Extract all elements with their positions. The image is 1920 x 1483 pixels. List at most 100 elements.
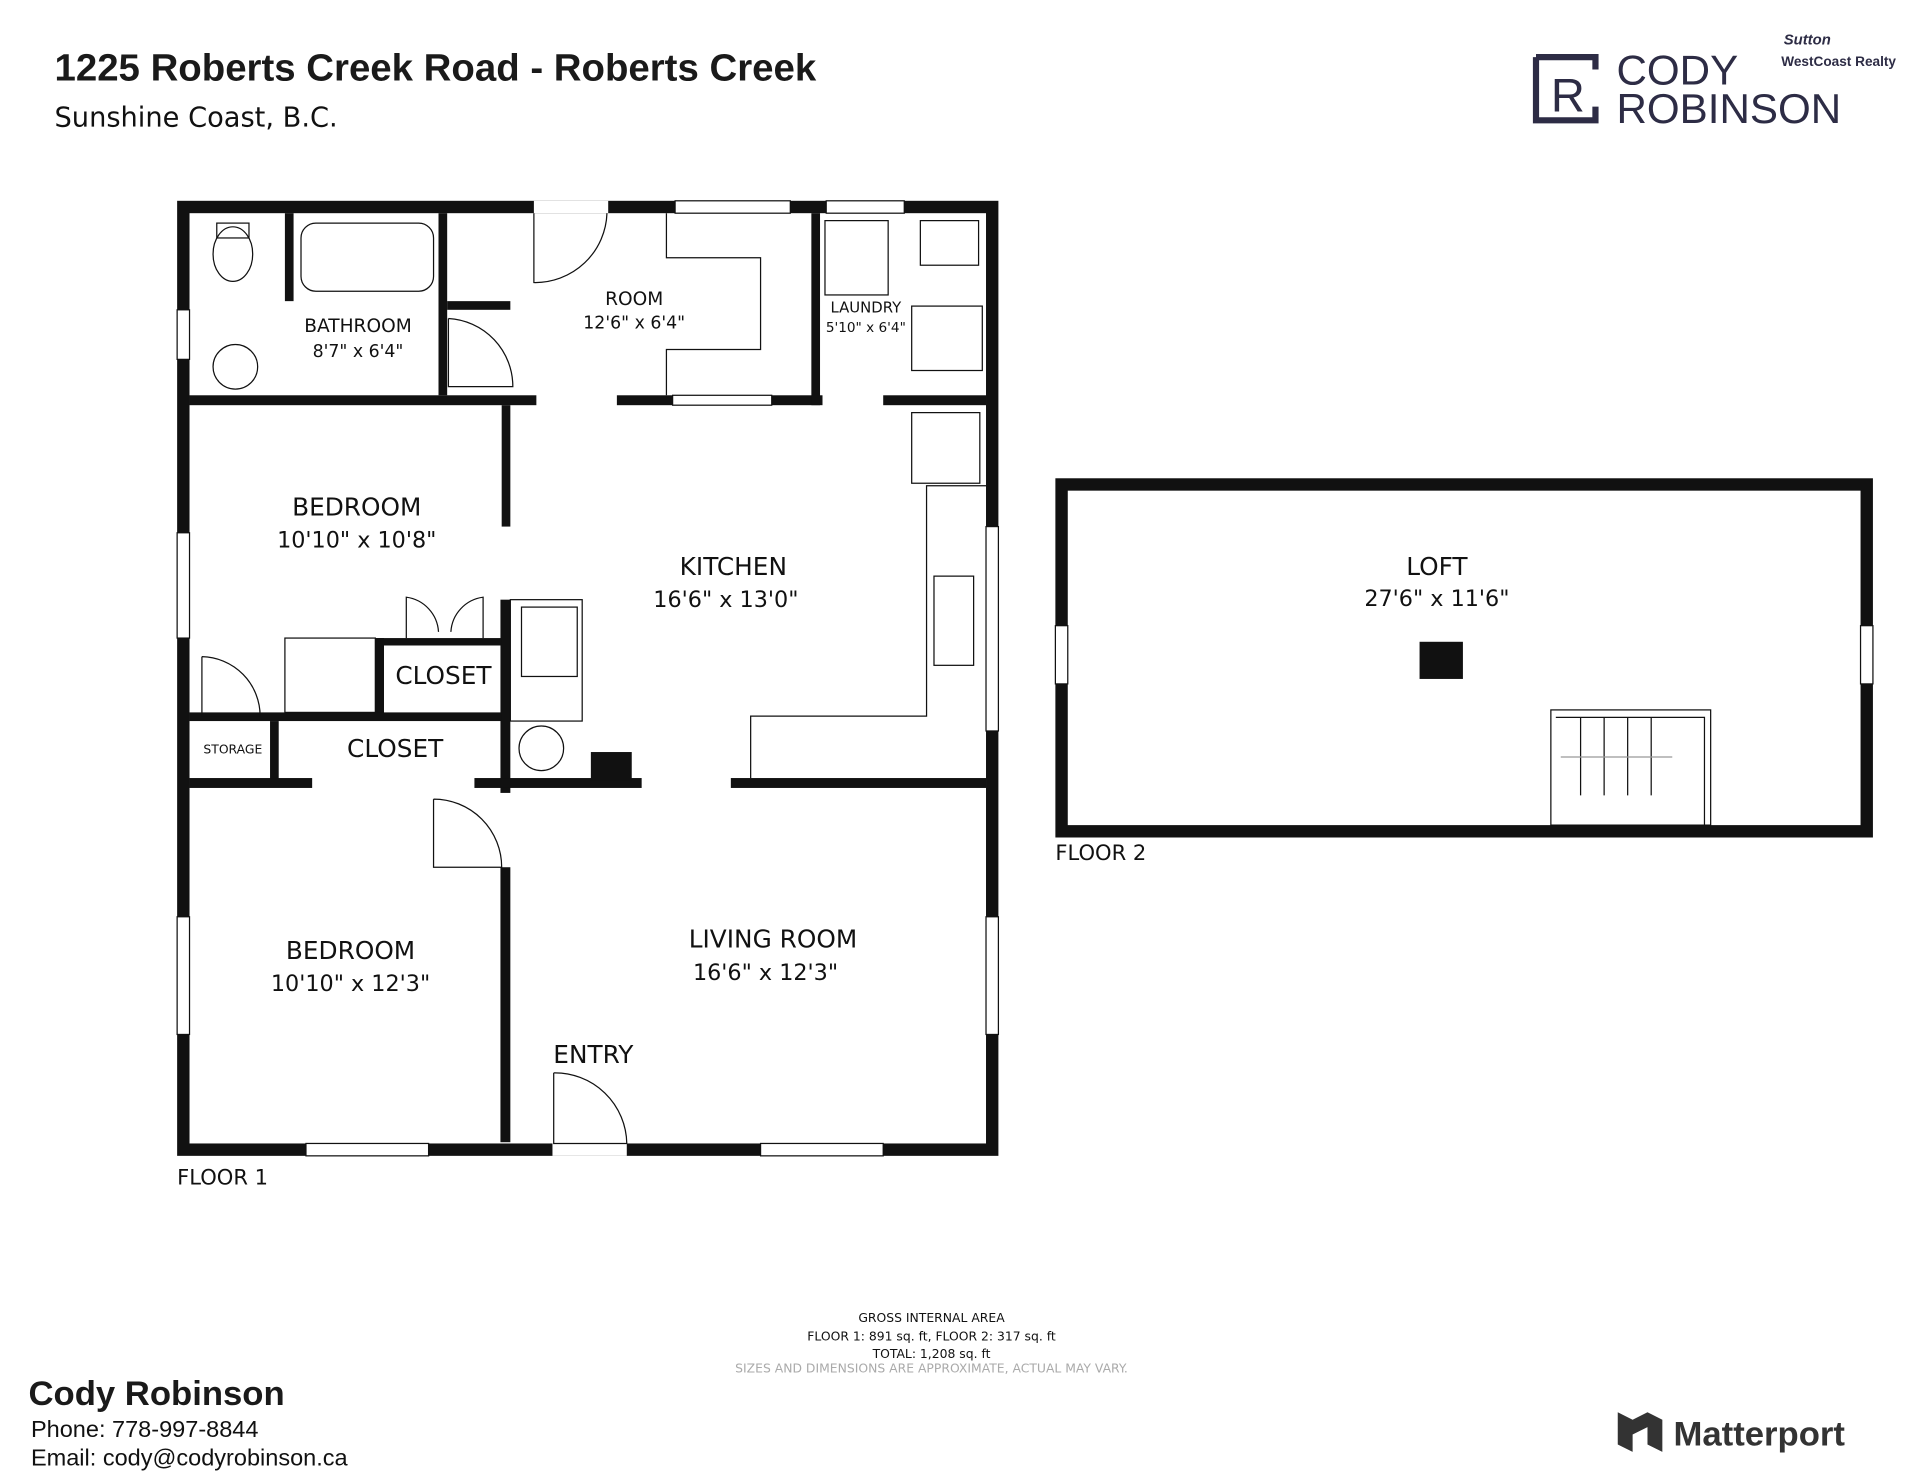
wall — [438, 213, 448, 396]
matterport-icon — [1617, 1412, 1663, 1452]
window — [1859, 625, 1874, 685]
property-title: 1225 Roberts Creek Road - Roberts Creek — [55, 47, 817, 90]
door-opening — [533, 200, 609, 214]
wall — [811, 213, 821, 406]
window — [176, 916, 191, 1036]
room-name: BEDROOM — [292, 492, 421, 521]
logo-line1: CODY — [1617, 46, 1739, 93]
room-dims: 10'10" x 12'3" — [271, 971, 430, 997]
bathtub — [300, 222, 435, 292]
window — [985, 916, 1000, 1036]
wall — [375, 638, 502, 646]
room-dims: 16'6" x 13'0" — [653, 587, 798, 613]
agent-name: Cody Robinson — [28, 1375, 284, 1413]
area-heading: GROSS INTERNAL AREA — [858, 1311, 1005, 1325]
water-heater — [518, 725, 565, 772]
wall — [500, 867, 511, 1143]
matterport-logo: Matterport — [1617, 1412, 1845, 1454]
toilet-tank — [216, 222, 250, 239]
window — [674, 200, 791, 214]
area-floors: FLOOR 1: 891 sq. ft, FLOOR 2: 317 sq. ft — [807, 1329, 1056, 1343]
door-swing — [432, 798, 503, 868]
room-dims: 12'6" x 6'4" — [583, 313, 685, 333]
window — [985, 525, 1000, 732]
closet-bifold-doors — [405, 596, 484, 639]
window — [305, 1142, 430, 1157]
chimney — [590, 752, 632, 781]
dryer — [911, 305, 983, 372]
room-dims: 16'6" x 12'3" — [693, 960, 838, 986]
wall — [730, 778, 987, 788]
laundry-sink — [919, 220, 980, 266]
wall — [189, 395, 537, 406]
room-name: CLOSET — [347, 734, 444, 763]
floor2-label: FLOOR 2 — [1055, 840, 1146, 865]
agent-phone: Phone: 778-997-8844 — [31, 1416, 259, 1442]
floor1-labels: BATHROOM 8'7" x 6'4" ROOM 12'6" x 6'4" L… — [203, 289, 905, 1069]
fridge — [911, 412, 981, 484]
cody-robinson-logo: R CODY ROBINSON Sutton WestCoast Realty — [1532, 33, 1896, 132]
area-summary: GROSS INTERNAL AREA FLOOR 1: 891 sq. ft,… — [735, 1311, 1128, 1376]
wall — [501, 405, 511, 527]
sutton-logo: Sutton — [1784, 33, 1831, 49]
room-name: LOFT — [1406, 552, 1468, 581]
wall — [270, 721, 279, 781]
floor2-plan: LOFT 27'6" x 11'6" — [1054, 478, 1874, 838]
room-dims: 5'10" x 6'4" — [826, 320, 906, 336]
room-dims: 27'6" x 11'6" — [1364, 586, 1509, 612]
stove-cooktop-icon — [520, 606, 578, 678]
agent-email: Email: cody@codyrobinson.ca — [31, 1445, 349, 1471]
floor2-outer-wall — [1055, 478, 1873, 838]
wall — [474, 778, 642, 788]
room-dims: 8'7" x 6'4" — [313, 342, 404, 362]
room-name: KITCHEN — [680, 552, 787, 581]
room-name: LIVING ROOM — [689, 925, 857, 954]
wall — [500, 599, 511, 793]
wall — [447, 301, 511, 310]
logo-frame-icon — [1532, 54, 1599, 124]
window — [825, 200, 905, 214]
window — [759, 1142, 884, 1157]
chimney — [1419, 641, 1463, 679]
room-name: BEDROOM — [286, 936, 415, 965]
room-dims: 10'10" x 10'8" — [277, 528, 436, 554]
room-name: ROOM — [605, 289, 663, 310]
floor1-outer-wall — [177, 200, 999, 1156]
wall — [189, 712, 502, 722]
kitchen-sink — [933, 575, 975, 666]
window — [176, 532, 191, 639]
kitchen-counter — [750, 485, 987, 779]
window — [176, 309, 191, 360]
logo-line2: ROBINSON — [1617, 85, 1842, 132]
sink — [212, 343, 259, 390]
toilet — [212, 226, 254, 282]
matterport-label: Matterport — [1673, 1416, 1845, 1454]
window — [672, 394, 773, 406]
room-name: LAUNDRY — [831, 298, 903, 316]
westcoast-realty-logo: WestCoast Realty — [1781, 54, 1896, 69]
room-name: CLOSET — [395, 661, 492, 690]
entry-door-opening — [552, 1143, 627, 1156]
window — [1054, 625, 1069, 685]
wall — [189, 778, 313, 788]
wall — [284, 213, 294, 302]
entry-door-swing — [553, 1072, 628, 1145]
room-name: STORAGE — [203, 742, 262, 756]
logo-mark: R — [1551, 69, 1585, 122]
door-swing — [447, 317, 514, 388]
stairs — [1550, 709, 1712, 826]
area-disclaimer: SIZES AND DIMENSIONS ARE APPROXIMATE, AC… — [735, 1362, 1128, 1376]
floor1-label: FLOOR 1 — [177, 1164, 268, 1189]
room-name: ENTRY — [553, 1040, 634, 1069]
room-partition — [665, 213, 762, 396]
stove-counter — [509, 599, 583, 722]
door-swing — [533, 213, 608, 284]
room-name: BATHROOM — [304, 316, 412, 337]
wall — [883, 395, 987, 406]
washer — [824, 220, 889, 296]
area-total: TOTAL: 1,208 sq. ft — [872, 1347, 991, 1361]
stairs — [284, 637, 376, 714]
wall — [375, 638, 384, 715]
floor1-plan — [176, 200, 1000, 1157]
